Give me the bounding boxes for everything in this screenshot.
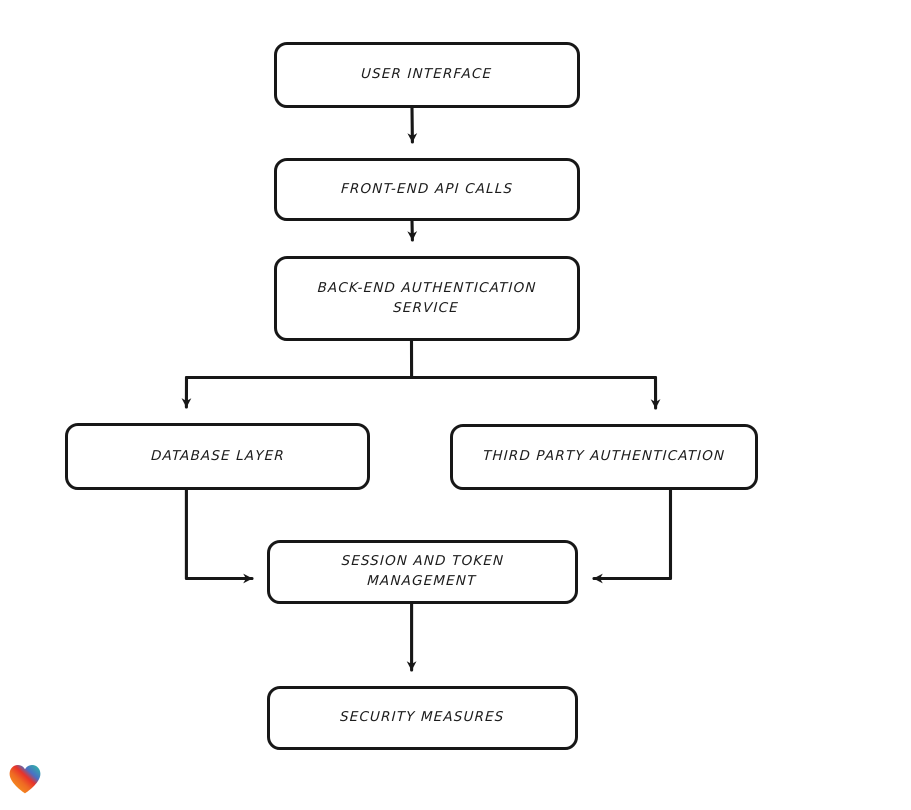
node-label: DATABASE LAYER xyxy=(150,447,285,464)
node-third-party-auth[interactable]: THIRD PARTY AUTHENTICATION xyxy=(450,424,758,490)
node-label: THIRD PARTY AUTHENTICATION xyxy=(482,448,726,465)
node-label: FRONT-END API CALLS xyxy=(340,180,514,197)
node-front-end-api-calls[interactable]: FRONT-END API CALLS xyxy=(274,158,580,221)
node-back-end-auth-service[interactable]: BACK-END AUTHENTICATION SERVICE xyxy=(274,256,580,341)
node-label: USER INTERFACE xyxy=(361,66,494,83)
node-security-measures[interactable]: SECURITY MEASURES xyxy=(267,686,578,750)
node-session-token-management[interactable]: SESSION AND TOKEN MANAGEMENT xyxy=(267,540,578,604)
node-label: BACK-END AUTHENTICATION SERVICE xyxy=(317,279,538,316)
node-label: SECURITY MEASURES xyxy=(339,709,506,726)
node-label: SESSION AND TOKEN MANAGEMENT xyxy=(341,553,505,589)
edge-third-party-to-session xyxy=(592,488,673,584)
node-user-interface[interactable]: USER INTERFACE xyxy=(274,42,580,108)
heart-icon xyxy=(9,765,41,794)
edge-database-to-session xyxy=(184,488,254,584)
node-database-layer[interactable]: DATABASE LAYER xyxy=(65,423,370,490)
